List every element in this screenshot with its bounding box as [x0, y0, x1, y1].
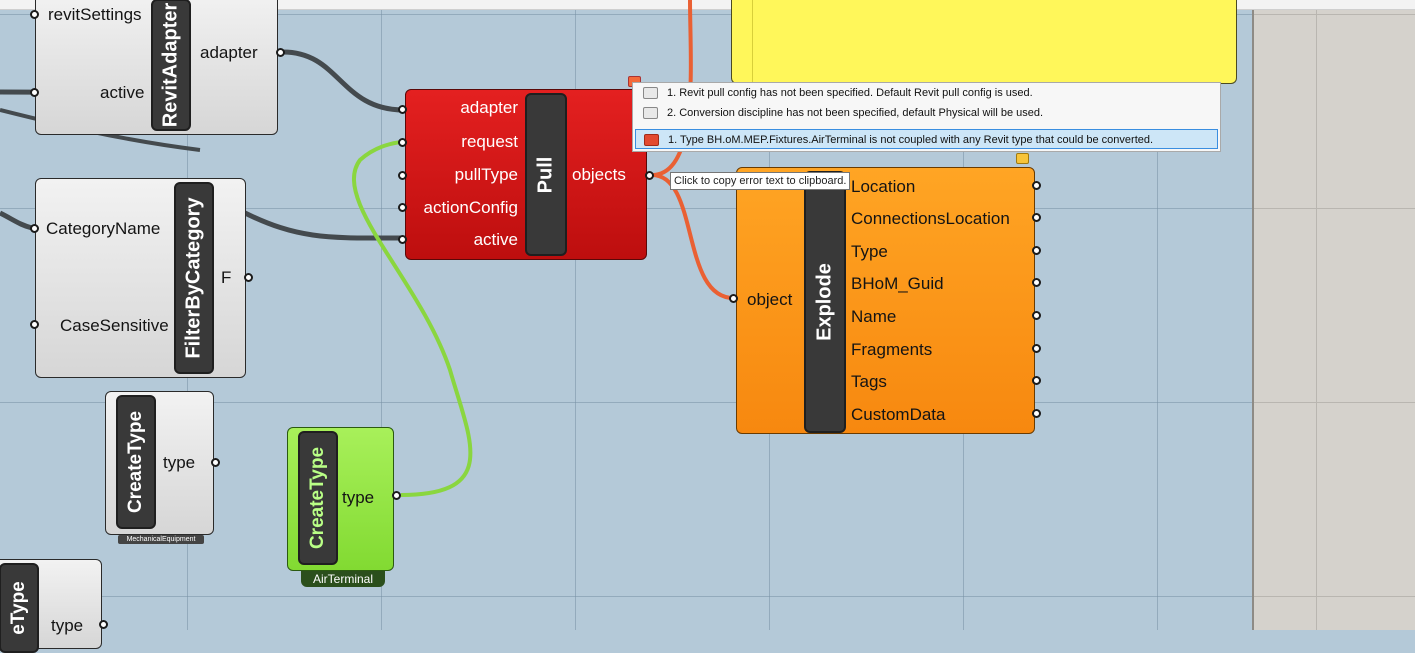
- input-CategoryName: CategoryName: [46, 219, 161, 238]
- panel-margin-line: [752, 0, 753, 84]
- remark-icon: [643, 87, 658, 99]
- port-adapter[interactable]: [398, 105, 407, 114]
- wire-error: [651, 173, 736, 301]
- wire: [282, 49, 405, 113]
- component-name-bar: CreateType: [298, 431, 338, 565]
- component-name: eType: [8, 581, 29, 635]
- port-ConnectionsLocation[interactable]: [1032, 213, 1041, 222]
- side-panel: [1252, 0, 1415, 630]
- component-name-bar: CreateType: [116, 395, 156, 529]
- component-name: FilterByCategory: [182, 197, 205, 359]
- port-actionConfig[interactable]: [398, 203, 407, 212]
- output-F: F: [221, 268, 232, 287]
- message-row[interactable]: 1. Revit pull config has not been specif…: [635, 83, 1218, 103]
- filter-by-category-component[interactable]: CategoryName CaseSensitive F FilterByCat…: [35, 178, 246, 378]
- input-pullType: pullType: [454, 165, 518, 184]
- port-Name[interactable]: [1032, 311, 1041, 320]
- component-name: RevitAdapter: [159, 2, 182, 128]
- message-text: 2. Conversion discipline has not been sp…: [667, 107, 1044, 119]
- input-request: request: [461, 132, 518, 151]
- panel-gridline: [1254, 596, 1415, 597]
- port-type[interactable]: [211, 458, 220, 467]
- port-request[interactable]: [398, 138, 407, 147]
- port-pullType[interactable]: [398, 171, 407, 180]
- component-name: CreateType: [307, 446, 328, 550]
- output-Name: Name: [851, 307, 897, 326]
- output-type: type: [51, 616, 84, 635]
- input-adapter: adapter: [460, 98, 518, 117]
- revit-adapter-component[interactable]: revitSettings active adapter RevitAdapte…: [35, 0, 278, 135]
- panel-divider: [1316, 0, 1317, 630]
- create-type-partial-component[interactable]: type eType: [0, 559, 102, 653]
- port-active[interactable]: [30, 88, 39, 97]
- port-object[interactable]: [729, 294, 738, 303]
- component-name-bar: eType: [0, 563, 39, 653]
- component-name-bar: RevitAdapter: [151, 0, 191, 131]
- panel-gridline: [1254, 402, 1415, 403]
- pull-component[interactable]: adapter request pullType actionConfig ac…: [405, 89, 647, 260]
- port-Type[interactable]: [1032, 246, 1041, 255]
- wire: [0, 210, 33, 231]
- port-Fragments[interactable]: [1032, 344, 1041, 353]
- component-name: Explode: [813, 263, 836, 341]
- port-F[interactable]: [244, 273, 253, 282]
- input-active: active: [473, 230, 518, 249]
- input-CaseSensitive: CaseSensitive: [60, 316, 169, 335]
- explode-component[interactable]: object Location ConnectionsLocation Type…: [736, 167, 1035, 434]
- output-Tags: Tags: [851, 372, 887, 391]
- output-adapter: adapter: [200, 43, 258, 62]
- output-Location: Location: [851, 177, 916, 196]
- tooltip: Click to copy error text to clipboard.: [670, 172, 851, 190]
- create-type-mechanical-component[interactable]: type CreateType: [105, 391, 214, 535]
- warning-flag-icon[interactable]: [1016, 153, 1029, 164]
- create-type-airterminal-component[interactable]: type CreateType: [287, 427, 394, 571]
- port-CustomData[interactable]: [1032, 409, 1041, 418]
- output-objects: objects: [572, 165, 626, 184]
- output-type: type: [342, 488, 375, 507]
- output-type: type: [163, 453, 196, 472]
- component-tag: AirTerminal: [301, 571, 385, 587]
- port-adapter[interactable]: [276, 48, 285, 57]
- message-text: 1. Revit pull config has not been specif…: [667, 87, 1033, 99]
- port-active[interactable]: [398, 235, 407, 244]
- port-Tags[interactable]: [1032, 376, 1041, 385]
- component-name: CreateType: [125, 410, 146, 514]
- output-CustomData: CustomData: [851, 405, 946, 424]
- port-revitSettings[interactable]: [30, 10, 39, 19]
- panel-gridline: [1254, 14, 1415, 15]
- output-ConnectionsLocation: ConnectionsLocation: [851, 209, 1010, 228]
- panel-gridline: [1254, 208, 1415, 209]
- runtime-messages-panel[interactable]: 1. Revit pull config has not been specif…: [632, 82, 1221, 152]
- remark-icon: [643, 107, 658, 119]
- output-Fragments: Fragments: [851, 340, 933, 359]
- input-revitSettings: revitSettings: [48, 5, 142, 24]
- port-type[interactable]: [99, 620, 108, 629]
- input-object: object: [747, 290, 793, 309]
- input-active: active: [100, 83, 145, 102]
- message-text: 1. Type BH.oM.MEP.Fixtures.AirTerminal i…: [668, 134, 1154, 146]
- component-name-bar: FilterByCategory: [174, 182, 214, 374]
- wire: [243, 210, 405, 241]
- output-BHoM_Guid: BHoM_Guid: [851, 274, 944, 293]
- component-tag: MechanicalEquipment: [118, 535, 204, 544]
- component-name-bar: Explode: [804, 171, 846, 433]
- input-actionConfig: actionConfig: [423, 198, 518, 217]
- port-Location[interactable]: [1032, 181, 1041, 190]
- top-toolbar-strip: [0, 0, 1415, 10]
- port-CaseSensitive[interactable]: [30, 320, 39, 329]
- component-name: Pull: [534, 156, 557, 193]
- port-BHoM_Guid[interactable]: [1032, 278, 1041, 287]
- port-objects[interactable]: [645, 171, 654, 180]
- message-row-selected[interactable]: 1. Type BH.oM.MEP.Fixtures.AirTerminal i…: [635, 129, 1218, 149]
- wires-layer: [0, 0, 736, 497]
- port-type[interactable]: [392, 491, 401, 500]
- warning-panel[interactable]: [731, 0, 1237, 84]
- error-icon: [644, 134, 659, 146]
- output-Type: Type: [851, 242, 888, 261]
- port-CategoryName[interactable]: [30, 224, 39, 233]
- component-name-bar: Pull: [525, 93, 567, 256]
- message-row[interactable]: 2. Conversion discipline has not been sp…: [635, 103, 1218, 123]
- wire-selected: [352, 140, 473, 497]
